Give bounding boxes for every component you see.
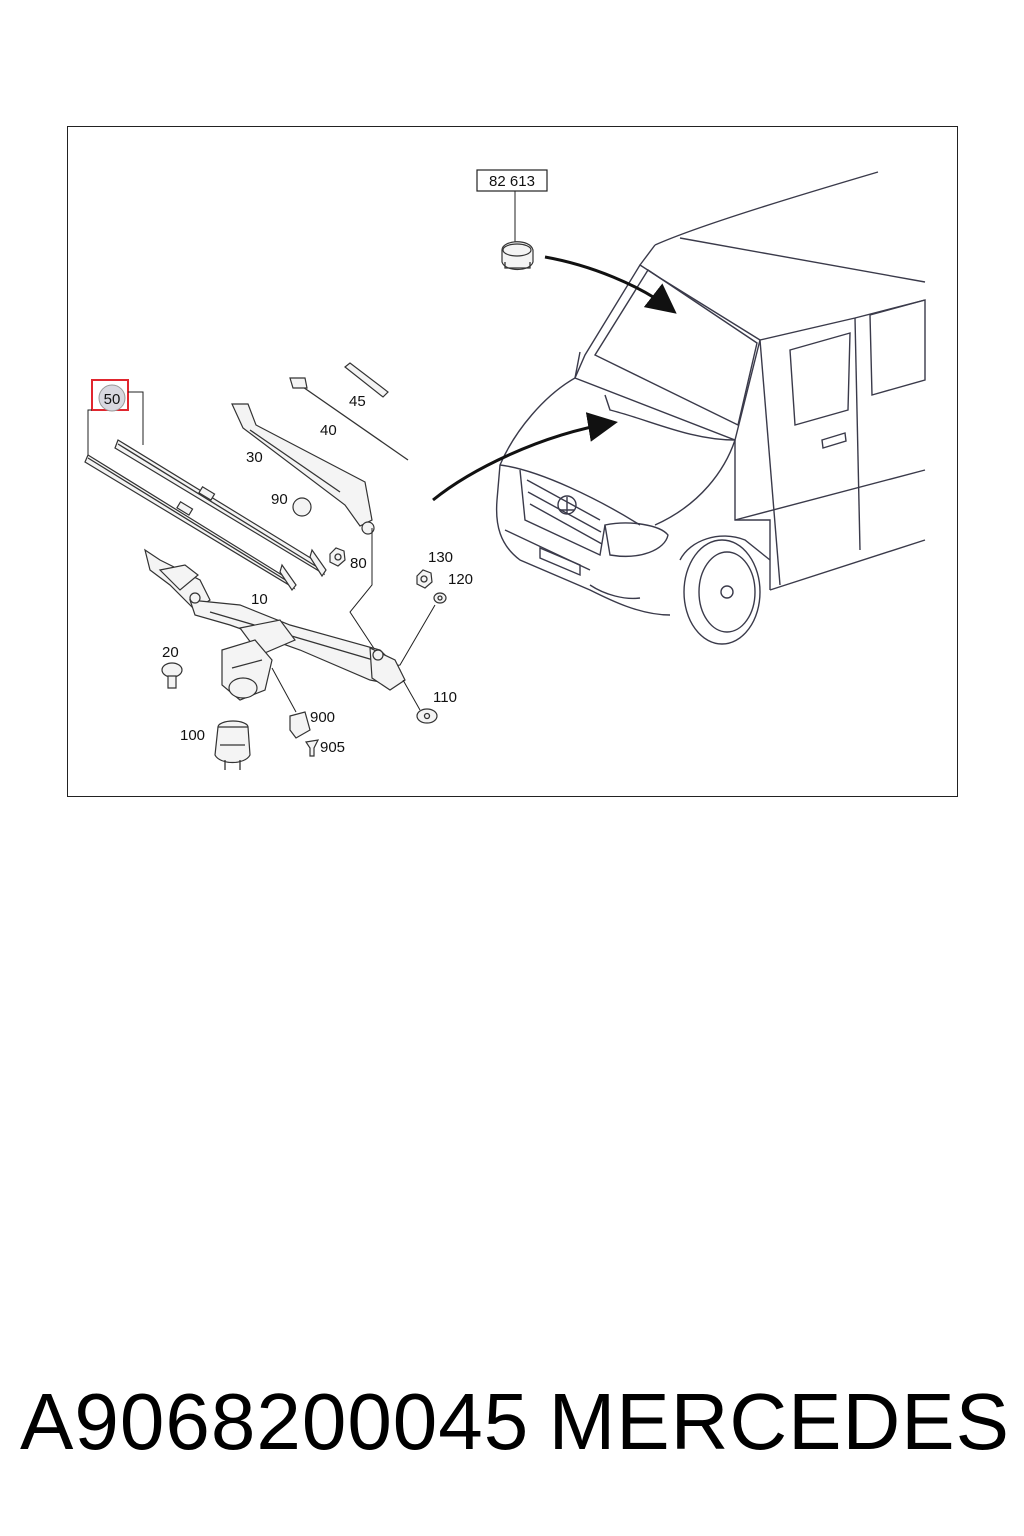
callout-120: 120 xyxy=(448,571,473,588)
callout-905: 905 xyxy=(320,739,345,756)
callout-130: 130 xyxy=(428,549,453,566)
van-illustration xyxy=(495,171,926,645)
diagram-frame xyxy=(67,126,958,797)
callout-900: 900 xyxy=(310,709,335,726)
brand-name: MERCEDES xyxy=(548,1377,1010,1466)
callout-40: 40 xyxy=(320,422,337,439)
callout-30: 30 xyxy=(246,449,263,466)
callout-50: 50 xyxy=(104,391,121,408)
callout-20: 20 xyxy=(162,644,179,661)
part-900-905: 900 905 xyxy=(271,667,345,757)
part-45-40: 45 40 xyxy=(289,362,409,461)
arrow-to-cowl xyxy=(432,412,618,502)
callout-100: 100 xyxy=(180,727,205,744)
cup-100: 100 xyxy=(180,720,251,770)
leader-arm-linkage xyxy=(349,528,376,651)
callout-110: 110 xyxy=(433,689,457,706)
callout-80: 80 xyxy=(350,555,367,572)
callout-90: 90 xyxy=(271,491,288,508)
callout-50-group: 50 xyxy=(87,379,144,455)
part-number: A9068200045 xyxy=(20,1377,530,1466)
washer-110: 110 xyxy=(402,679,457,724)
callout-10: 10 xyxy=(251,591,268,608)
callout-82613: 82 613 xyxy=(489,173,535,190)
nut-80: 80 xyxy=(329,547,367,572)
bolt-20: 20 xyxy=(161,644,183,689)
wiper-arm-30: 30 xyxy=(231,403,375,535)
nut-130-washer-120: 130 120 xyxy=(416,549,473,604)
wiper-blade-50 xyxy=(84,439,327,592)
parts-diagram: 82 613 50 45 40 30 xyxy=(84,169,926,770)
caption: A9068200045 MERCEDES xyxy=(20,1372,1010,1472)
wiper-linkage-10: 10 xyxy=(144,548,406,701)
ref-part-82613: 82 613 xyxy=(476,169,548,271)
callout-45: 45 xyxy=(349,393,366,410)
cap-90: 90 xyxy=(271,491,312,517)
arrow-to-windshield xyxy=(544,255,677,314)
